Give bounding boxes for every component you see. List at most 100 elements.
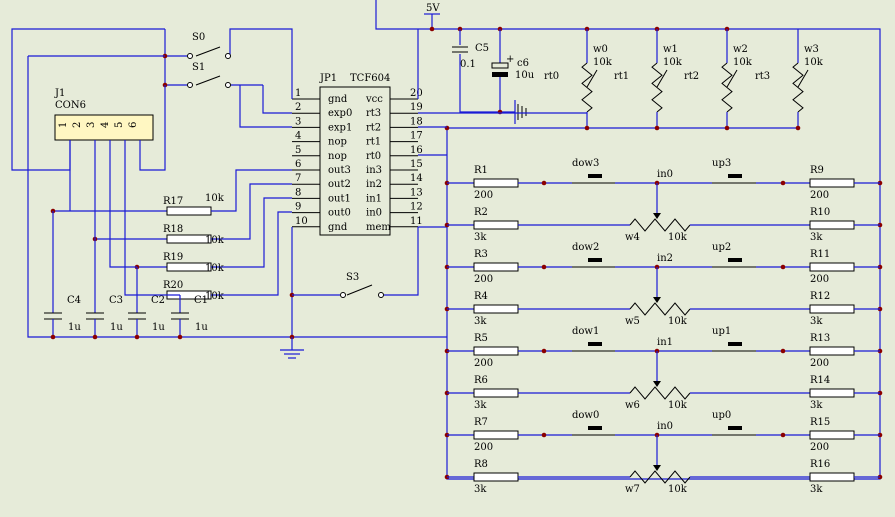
- resistor-value: 200: [474, 358, 493, 369]
- cap-value: 1u: [152, 322, 165, 333]
- resistor-value: 3k: [810, 484, 823, 495]
- resistor-R6: [473, 388, 519, 398]
- resistor-ref: R17: [163, 196, 183, 207]
- c6-plate: [492, 72, 508, 77]
- wire: [211, 211, 292, 296]
- switch-s0: [195, 46, 221, 57]
- pot-ref: w7: [625, 484, 640, 495]
- ic-pin-number: 9: [295, 202, 301, 213]
- ic-pin-name: exp0: [328, 108, 352, 119]
- ic-ref: JP1: [319, 73, 337, 84]
- connector-pin: 5: [114, 122, 125, 128]
- ic-pin-name: out3: [328, 165, 351, 176]
- resistor-ref: R19: [163, 252, 183, 263]
- resistor-value: 10k: [205, 193, 225, 204]
- junction-dot: [497, 109, 503, 115]
- pot-ref: w2: [733, 44, 748, 55]
- pot-wiper: [653, 213, 661, 219]
- junction-dot: [177, 334, 183, 340]
- pot-w1: [651, 62, 663, 113]
- resistor-value: 200: [810, 274, 829, 285]
- junction-dot: [780, 264, 786, 270]
- ic-pin-number: 6: [295, 159, 301, 170]
- switch-contact: [225, 53, 231, 59]
- button-cap: [588, 342, 602, 346]
- net-label: in0: [657, 169, 673, 180]
- ic-pin-name: out1: [328, 193, 351, 204]
- junction-dot: [541, 432, 547, 438]
- resistor-ref: R20: [163, 280, 183, 291]
- ic-pin-name: exp1: [328, 122, 352, 133]
- ic-pin-name: in3: [366, 165, 382, 176]
- wire: [211, 169, 292, 212]
- ic-pin-number: 19: [410, 102, 423, 113]
- pot-value: 10k: [663, 57, 683, 68]
- cap-ref: C2: [151, 295, 165, 306]
- cap-value: 1u: [68, 322, 81, 333]
- switch-contact: [225, 82, 231, 88]
- resistor-value: 200: [810, 358, 829, 369]
- wire: [124, 140, 180, 296]
- resistor-value: 10k: [205, 291, 225, 302]
- resistor-R11: [809, 262, 855, 272]
- resistor-ref: R8: [474, 459, 488, 470]
- switch-contact: [378, 292, 384, 298]
- ic-pin-name: nop: [328, 151, 347, 162]
- resistor-value: 200: [474, 442, 493, 453]
- pot-w3: [792, 62, 804, 113]
- junction-dot: [50, 334, 56, 340]
- resistor-ref: R13: [810, 333, 830, 344]
- ic-pin-name: rt1: [366, 137, 381, 148]
- pot-value: 10k: [668, 484, 688, 495]
- wire: [239, 85, 292, 128]
- resistor-ref: R18: [163, 224, 183, 235]
- wire: [27, 56, 447, 338]
- junction-dot: [541, 348, 547, 354]
- resistor-R17: [166, 206, 212, 216]
- wire: [384, 227, 419, 296]
- connector-ref: J1: [54, 88, 65, 99]
- pot-ref: w0: [593, 44, 608, 55]
- resistor-value: 3k: [474, 232, 487, 243]
- c5-ref: C5: [475, 43, 489, 54]
- ic-pin-name: rt2: [366, 122, 381, 133]
- resistor-R5: [473, 346, 519, 356]
- junction-dot: [541, 180, 547, 186]
- pot-w2: [721, 62, 733, 113]
- connector-part: CON6: [55, 100, 86, 111]
- cap-value: 1u: [110, 322, 123, 333]
- pot-wiper: [586, 69, 598, 88]
- resistor-value: 10k: [205, 263, 225, 274]
- switch-contact: [187, 82, 193, 88]
- c6-plate: [491, 62, 509, 69]
- junction-dot: [134, 334, 140, 340]
- resistor-value: 3k: [810, 400, 823, 411]
- resistor-value: 3k: [474, 484, 487, 495]
- junction-dot: [780, 432, 786, 438]
- cap-ref: C1: [194, 295, 208, 306]
- power-label: 5V: [426, 3, 440, 14]
- resistor-ref: R11: [810, 249, 830, 260]
- pot-w4: [629, 218, 691, 232]
- switch-label: S0: [192, 32, 205, 43]
- wire: [139, 85, 166, 171]
- ic-pin-name: in1: [366, 193, 382, 204]
- pot-value: 10k: [804, 57, 824, 68]
- ic-pin-number: 3: [295, 116, 301, 127]
- connector-body: [54, 114, 154, 141]
- resistor-R8: [473, 472, 519, 482]
- ic-pin-number: 11: [410, 216, 423, 227]
- connector-pin: 2: [72, 122, 83, 128]
- resistor-ref: R6: [474, 375, 488, 386]
- junction-dot: [444, 125, 450, 131]
- pot-wiper: [656, 69, 668, 88]
- button-label: up2: [712, 242, 731, 253]
- ic-pin-name: out2: [328, 179, 351, 190]
- switch-label: S1: [192, 62, 205, 73]
- wire: [211, 197, 292, 268]
- button-cap: [728, 174, 742, 178]
- pot-wiper: [797, 69, 809, 88]
- ic-pin-number: 18: [410, 116, 423, 127]
- button-label: up3: [712, 158, 731, 169]
- switch-contact: [340, 292, 346, 298]
